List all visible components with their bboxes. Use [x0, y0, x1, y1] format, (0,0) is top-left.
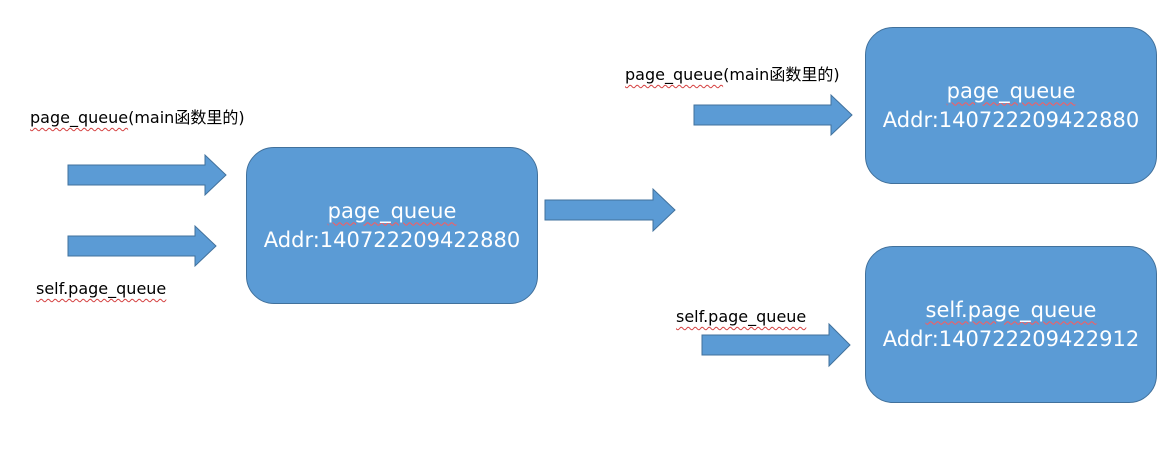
right-self-label: self.page_queue [676, 307, 806, 327]
left-self-label: self.page_queue [36, 279, 166, 299]
right-main-label-rest: (main函数里的) [723, 65, 840, 84]
left-lower-arrow [67, 224, 217, 268]
bottom-right-box-addr: Addr:140722209422912 [882, 326, 1140, 351]
bottom-right-box-name: self.page_queue [925, 297, 1097, 322]
center-box-name: page_queue [327, 198, 457, 223]
right-main-label-word: page_queue [625, 65, 724, 84]
left-main-label-rest: (main函数里的) [128, 108, 245, 127]
left-main-label: page_queue(main函数里的) [30, 108, 245, 128]
bottom-right-self-page-queue-box: self.page_queue Addr:140722209422912 [865, 246, 1157, 403]
top-right-arrow [693, 93, 853, 137]
top-right-box-name: page_queue [946, 78, 1076, 103]
left-main-label-word: page_queue [30, 108, 129, 127]
right-main-label: page_queue(main函数里的) [625, 65, 840, 85]
center-box-addr: Addr:140722209422880 [263, 227, 521, 252]
left-self-label-text: self.page_queue [36, 279, 167, 298]
right-self-label-text: self.page_queue [676, 307, 807, 326]
center-page-queue-box: page_queue Addr:140722209422880 [246, 147, 538, 304]
top-right-page-queue-box: page_queue Addr:140722209422880 [865, 27, 1157, 184]
bottom-right-arrow [701, 322, 851, 368]
top-right-box-addr: Addr:140722209422880 [882, 107, 1140, 132]
middle-arrow [544, 187, 676, 233]
left-upper-arrow [67, 153, 227, 197]
